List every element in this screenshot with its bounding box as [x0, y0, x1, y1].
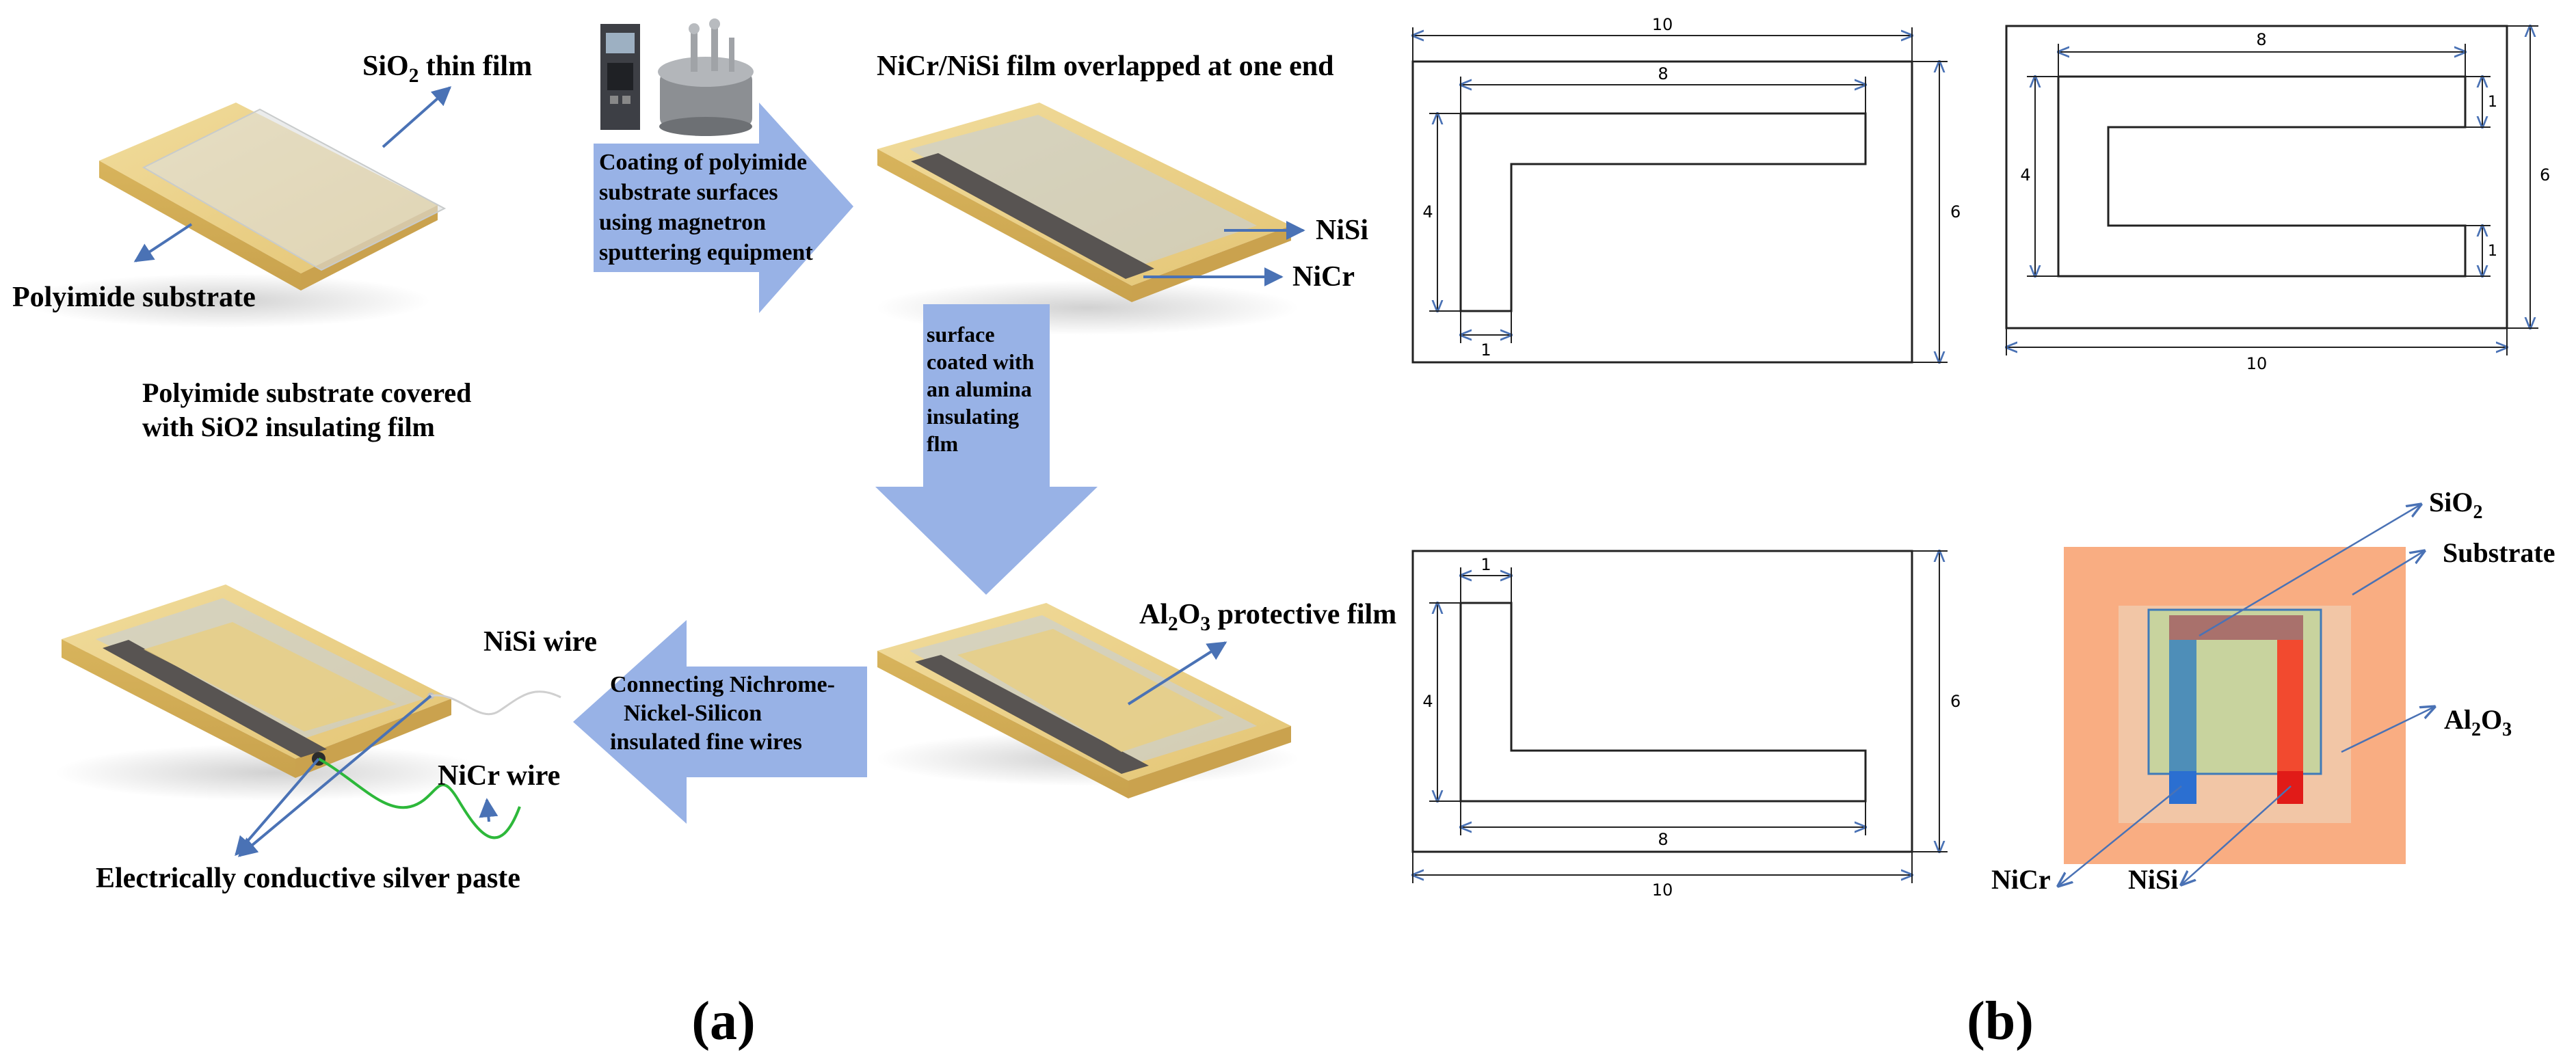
d1-leg-length: 4	[1422, 202, 1433, 221]
nisi-leg	[2277, 640, 2303, 771]
sio2-pointer	[382, 86, 452, 148]
nicr-wire-pointer	[479, 798, 499, 822]
nisi-layer-label: NiSi	[2128, 864, 2178, 895]
al2o3-pointer	[1127, 641, 1227, 705]
d3-outer-height: 6	[1950, 692, 1961, 711]
d2-top-arm-width: 1	[2488, 94, 2497, 111]
d3-arm-length: 8	[1658, 830, 1668, 849]
nicr-layer-pointer	[2058, 785, 2182, 886]
polyimide-pointer	[133, 223, 193, 263]
d2-outer-width: 10	[2246, 354, 2268, 373]
panel-b-caption: (b)	[1967, 991, 2034, 1051]
alumina-step-text: surface coated with an alumina insulatin…	[927, 322, 1039, 456]
silver-paste-label: Electrically conductive silver paste	[96, 863, 520, 894]
stage2-sample	[875, 103, 1299, 335]
nisi-film	[909, 115, 1257, 272]
al2o3-film	[957, 629, 1224, 752]
al2o3-layer-pointer	[2341, 707, 2434, 753]
nicr-layer-label: NiCr	[1991, 864, 2051, 895]
nicr-label: NiCr	[1292, 261, 1355, 293]
stage1-caption: Polyimide substrate covered with SiO2 in…	[142, 377, 478, 442]
nicr-tab	[2169, 771, 2196, 804]
sio2-film	[142, 108, 447, 271]
wire-step-arrow	[573, 620, 867, 824]
d3-leg-width: 1	[1480, 555, 1491, 574]
nisi-wire-label: NiSi wire	[483, 626, 597, 658]
alumina-step-arrow	[875, 304, 1098, 595]
drawing1-l-shape	[1413, 27, 1948, 362]
nicr-wire-label: NiCr wire	[438, 760, 560, 792]
d2-outer-height: 6	[2540, 165, 2550, 185]
wire-step-text: Connecting Nichrome- Nickel-Silicon insu…	[610, 672, 840, 755]
d1-outer-height: 6	[1950, 202, 1961, 221]
silver-paste-pointer-b	[237, 695, 432, 857]
stage4-sample	[55, 584, 492, 801]
sio2-layer-pointer	[2199, 504, 2421, 637]
sputtering-equipment-photo	[600, 18, 754, 136]
nicr-leg	[2169, 640, 2196, 771]
d2-leg-length: 4	[2020, 165, 2030, 185]
al2o3-protective-film-label: Al2O3 protective film	[1139, 599, 1396, 635]
sio2-layer-label: SiO2	[2429, 487, 2482, 523]
coating-step-arrow	[594, 103, 853, 313]
al2o3-layer-label: Al2O3	[2444, 704, 2512, 740]
nisi-layer-pointer	[2181, 785, 2292, 885]
coating-step-text: Coating of polyimide substrate surfaces …	[599, 150, 813, 265]
substrate-layer-pointer	[2352, 551, 2424, 596]
d1-leg-width: 1	[1480, 340, 1491, 360]
nicr-nisi-title: NiCr/NiSi film overlapped at one end	[877, 51, 1334, 82]
d3-leg-length: 4	[1422, 692, 1433, 711]
substrate-layer-label: Substrate	[2443, 537, 2555, 568]
nicr-wire	[318, 757, 521, 839]
nisi-wire	[430, 690, 561, 716]
polyimide-substrate-label: Polyimide substrate	[12, 282, 256, 313]
stage3-sample	[875, 603, 1299, 798]
d2-arm-length: 8	[2256, 30, 2266, 49]
nicr-film-strip	[911, 153, 1154, 279]
nisi-label: NiSi	[1316, 215, 1368, 246]
d3-outer-width: 10	[1652, 880, 1673, 900]
overlap-bar	[2169, 615, 2303, 640]
stage1-sample	[21, 103, 447, 328]
d1-outer-width: 10	[1652, 15, 1673, 34]
d2-bottom-arm-width: 1	[2488, 243, 2497, 260]
drawing2-c-shape	[2006, 26, 2538, 355]
panel-a-caption: (a)	[691, 991, 755, 1051]
d1-arm-length: 8	[1658, 64, 1668, 83]
sio2-thin-film-label: SiO2 thin film	[362, 51, 532, 87]
layer-stack-diagram	[2064, 547, 2406, 864]
drawing3-l-shape	[1413, 551, 1948, 883]
